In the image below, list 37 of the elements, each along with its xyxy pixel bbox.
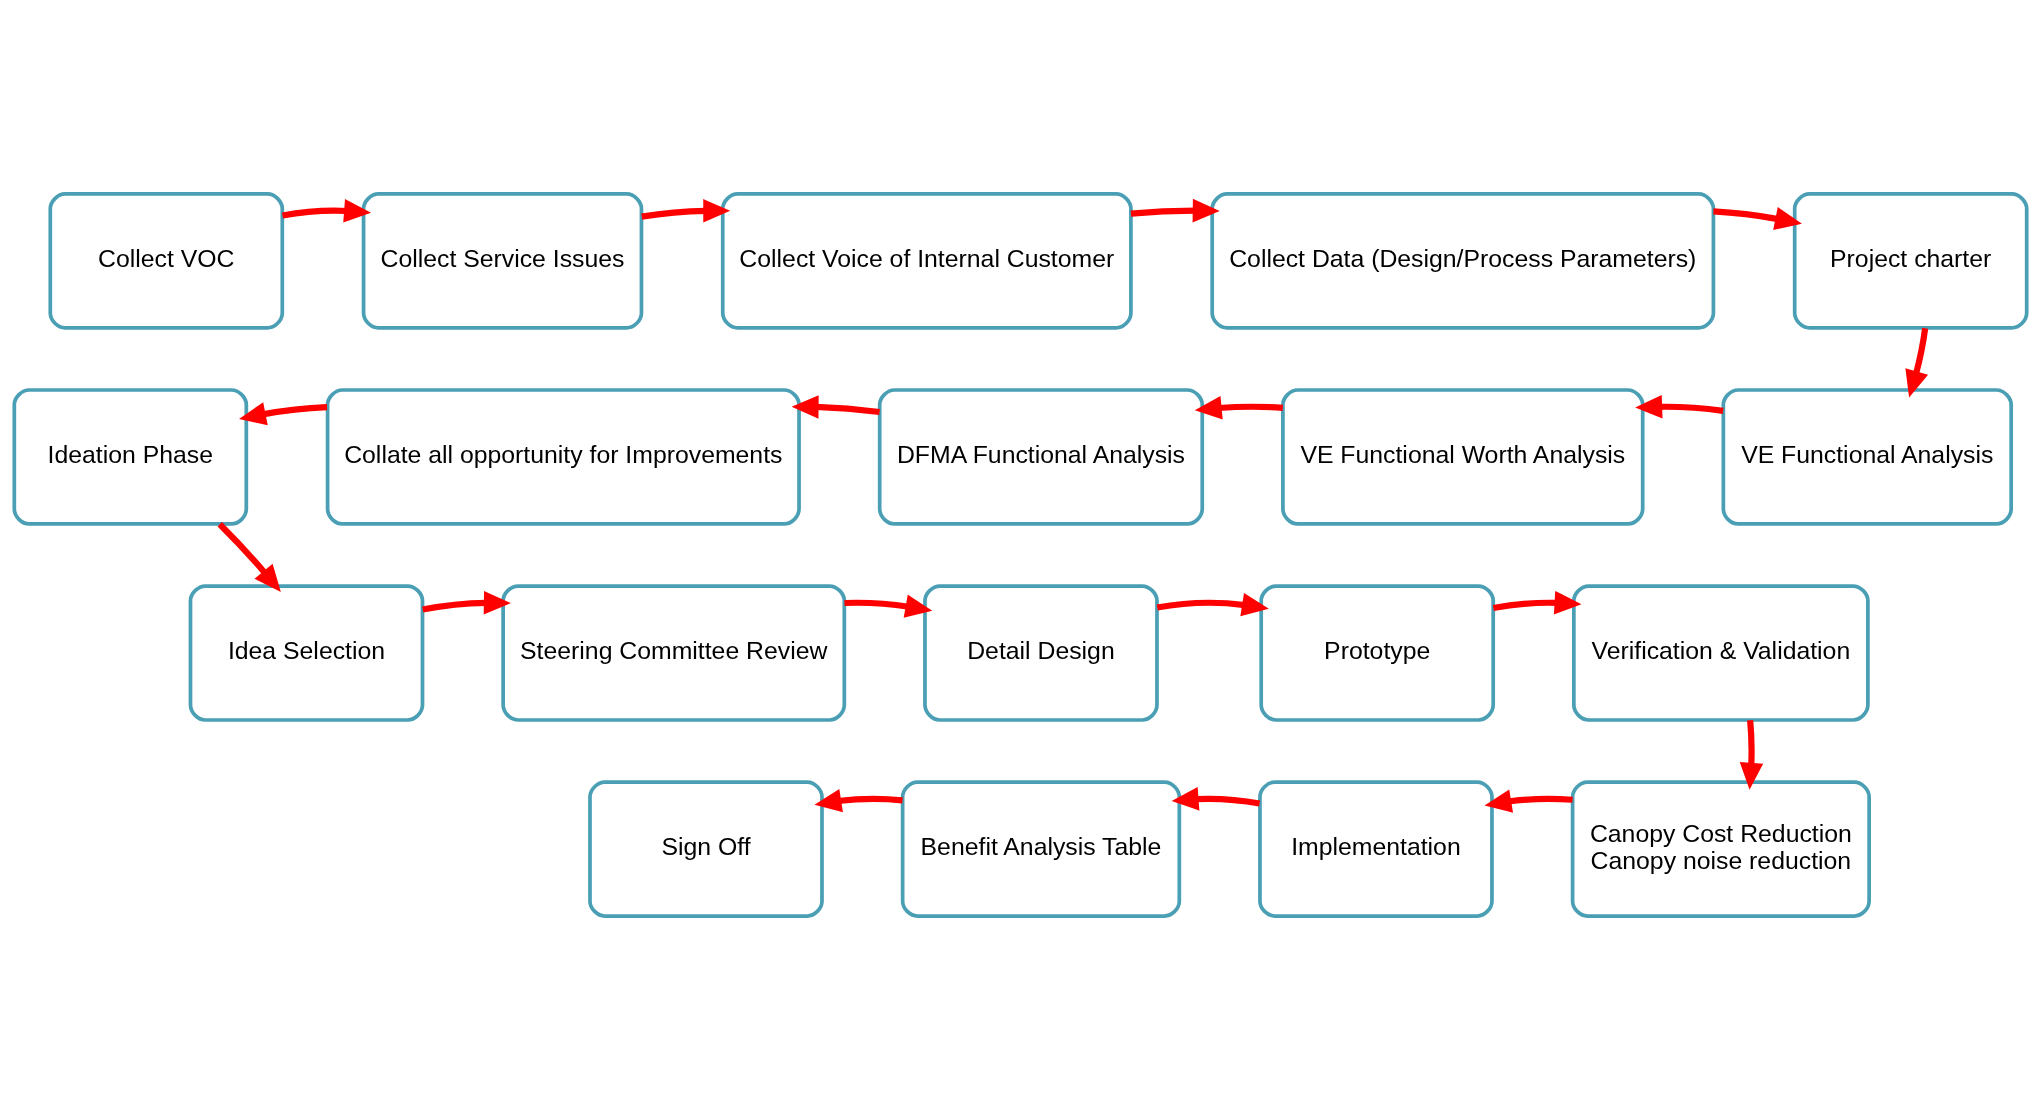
node-box: Prototype <box>1259 584 1496 722</box>
node-box: Detail Design <box>923 584 1159 722</box>
arrow <box>641 199 731 223</box>
node-box: Ideation Phase <box>12 388 249 526</box>
node-box: Collect VOC <box>48 192 285 330</box>
node-box: Implementation <box>1258 780 1494 918</box>
arrow <box>1484 789 1573 813</box>
arrow <box>1713 207 1802 231</box>
node-box: Verification & Validation <box>1572 584 1870 722</box>
arrow <box>422 590 511 615</box>
node-box: Collect Voice of Internal Customer <box>720 192 1133 330</box>
arrow <box>1194 395 1283 420</box>
node-box: VE Functional Analysis <box>1721 388 2014 526</box>
node-box: Collect Data (Design/Process Parameters) <box>1210 192 1716 330</box>
arrow <box>814 788 903 813</box>
arrow <box>1130 198 1220 223</box>
node-box: Benefit Analysis Table <box>900 780 1182 918</box>
node-box: Steering Committee Review <box>501 584 847 722</box>
node-box: DFMA Functional Analysis <box>877 388 1205 526</box>
arrow <box>282 199 371 223</box>
node-box: Collect Service Issues <box>361 192 644 330</box>
node-box: Canopy Cost Reduction Canopy noise reduction <box>1570 780 1871 918</box>
arrow <box>217 522 281 592</box>
node-box: VE Functional Worth Analysis <box>1281 388 1645 526</box>
arrow <box>791 395 880 419</box>
arrow <box>239 402 328 426</box>
arrow <box>1739 720 1764 790</box>
node-box: Project charter <box>1792 192 2029 330</box>
arrow <box>844 594 933 618</box>
arrow <box>1492 590 1582 615</box>
node-box: Collate all opportunity for Improvements <box>325 388 801 526</box>
arrow <box>1156 592 1269 617</box>
node-box: Sign Off <box>588 780 824 918</box>
arrow <box>1171 787 1261 811</box>
arrow <box>1905 327 1929 398</box>
node-box: Idea Selection <box>188 584 425 722</box>
arrow <box>1635 394 1724 419</box>
